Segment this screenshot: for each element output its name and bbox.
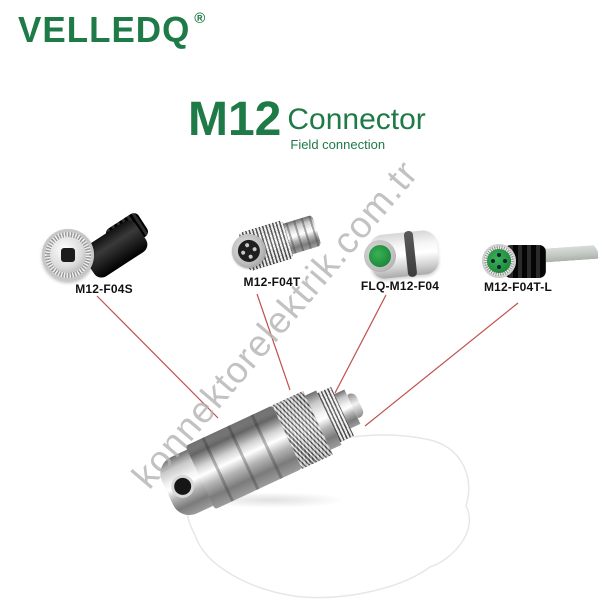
socket-insert xyxy=(235,237,263,265)
product-label-flq-m12-f04: FLQ-M12-F04 xyxy=(360,279,440,293)
pin-icon xyxy=(491,259,495,263)
knurled-coupling-nut xyxy=(42,229,94,281)
title-tagline: Field connection xyxy=(290,137,386,152)
pin-icon xyxy=(497,265,501,269)
pin-icon xyxy=(240,250,246,256)
product-label-m12-f04t-l: M12-F04T-L xyxy=(483,280,552,294)
product-label-m12-f04s: M12-F04S xyxy=(75,282,133,296)
knurled-coupling-nut xyxy=(482,244,516,278)
socket-hole xyxy=(61,248,75,262)
pin-icon xyxy=(252,246,258,252)
pin-icon xyxy=(248,254,254,260)
callout-line-m12-f04t-l xyxy=(364,302,519,427)
title-main: M12 xyxy=(188,93,282,146)
green-insert xyxy=(367,244,393,269)
cable-hole xyxy=(171,475,194,498)
page-title: M12 Connector Field connection xyxy=(188,93,426,153)
brand-logo-text: VELLEDQ xyxy=(18,10,191,51)
pin-icon xyxy=(497,253,501,257)
registered-trademark-icon: ® xyxy=(194,10,206,27)
green-insert xyxy=(487,249,511,273)
brand-logo: VELLEDQ ® xyxy=(18,10,206,51)
pin-icon xyxy=(244,242,250,248)
product-label-m12-f04t: M12-F04T xyxy=(243,275,301,289)
title-sub: Connector xyxy=(287,103,426,136)
connector-face xyxy=(50,237,86,273)
pin-icon xyxy=(503,259,507,263)
